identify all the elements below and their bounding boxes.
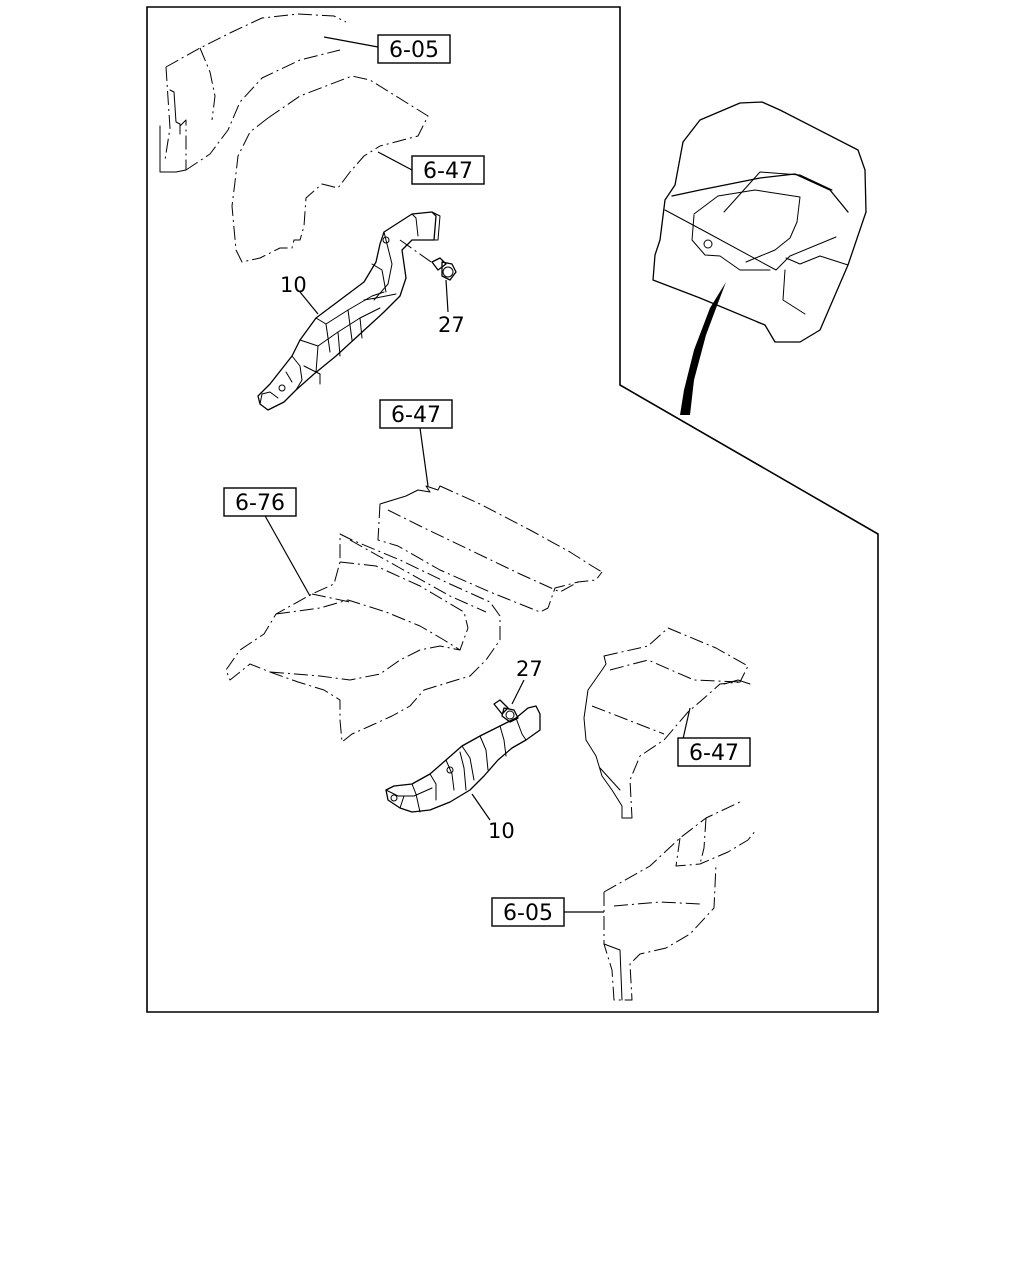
ref-box-top-6-47: 6-47 xyxy=(411,155,485,185)
side-panel-right xyxy=(583,627,751,819)
part-number-bottom-10: 10 xyxy=(488,819,515,843)
part-number-top-10: 10 xyxy=(280,273,307,297)
ref-label-right-6-47: 6-47 xyxy=(689,741,739,766)
leader-lines xyxy=(263,36,691,913)
side-panel-top xyxy=(231,75,429,263)
side-panel-middle xyxy=(377,485,603,613)
ref-box-6-76: 6-76 xyxy=(223,487,297,517)
bracket-part-top xyxy=(257,211,441,411)
diagram-frame xyxy=(146,6,879,1013)
bracket-part-bottom xyxy=(385,705,541,813)
ref-label-bottom-6-05: 6-05 xyxy=(503,901,553,926)
body-panel-top xyxy=(159,13,347,173)
vehicle-overview xyxy=(652,101,867,415)
part-number-top-27: 27 xyxy=(438,313,465,337)
ref-label-top-6-47: 6-47 xyxy=(423,159,473,184)
ref-box-right-6-47: 6-47 xyxy=(677,737,751,767)
ref-box-top-6-05: 6-05 xyxy=(377,34,451,64)
ref-box-bottom-6-05: 6-05 xyxy=(491,897,565,927)
part-number-bottom-27: 27 xyxy=(516,657,543,681)
body-panel-bottom xyxy=(603,801,757,1001)
ref-box-mid-6-47: 6-47 xyxy=(379,399,453,429)
bolt-part-bottom xyxy=(493,699,519,723)
ref-label-mid-6-47: 6-47 xyxy=(391,403,441,428)
floor-panel xyxy=(225,533,501,743)
ref-label-top-6-05: 6-05 xyxy=(389,38,439,63)
ref-label-6-76: 6-76 xyxy=(235,491,285,516)
bolt-part-top xyxy=(431,257,457,281)
